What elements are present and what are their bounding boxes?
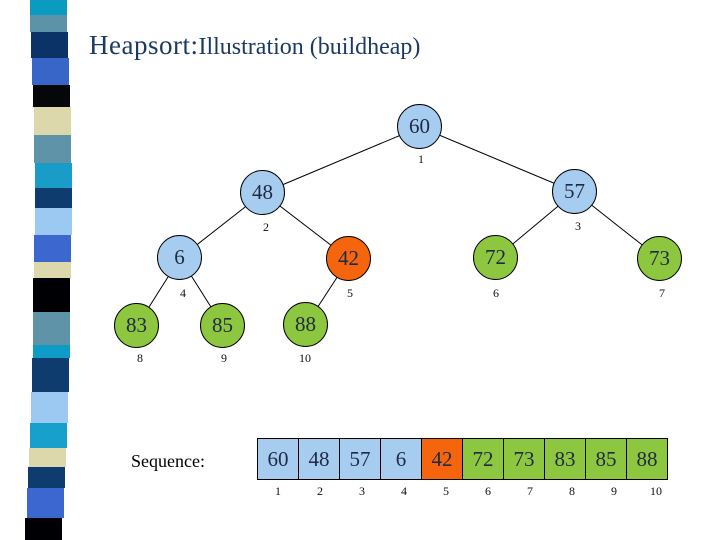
strip-segment xyxy=(31,392,68,423)
strip-segment xyxy=(31,32,68,58)
node-index-label: 8 xyxy=(137,351,143,365)
sequence-index-label: 4 xyxy=(401,484,407,498)
strip-segment xyxy=(34,135,71,163)
edge-1-2 xyxy=(262,126,421,194)
strip-segment xyxy=(29,448,66,467)
sequence-cell: 83 xyxy=(544,438,586,480)
cell-value: 85 xyxy=(595,446,617,471)
tree-node: 73 xyxy=(637,236,682,281)
strip-segment xyxy=(33,85,70,107)
strip-segment xyxy=(33,312,70,345)
sequence-index-label: 7 xyxy=(527,484,533,498)
sequence-cell: 57 xyxy=(339,438,381,480)
cell-value: 60 xyxy=(267,446,289,471)
cell-value: 73 xyxy=(513,446,535,471)
sequence-index-label: 2 xyxy=(317,484,323,498)
edge-1-3 xyxy=(419,126,576,193)
sequence-index-label: 1 xyxy=(275,484,281,498)
strip-segment xyxy=(33,345,70,358)
cell-value: 48 xyxy=(308,446,330,471)
tree-node: 42 xyxy=(326,236,371,281)
decor-strip xyxy=(25,0,72,540)
cell-value: 88 xyxy=(636,446,658,471)
strip-segment xyxy=(35,163,72,188)
sequence-cell: 73 xyxy=(503,438,545,480)
strip-segment xyxy=(34,262,71,278)
tree-node: 83 xyxy=(114,303,159,348)
sequence-cell: 88 xyxy=(626,438,668,480)
sequence-cell: 48 xyxy=(298,438,340,480)
strip-segment xyxy=(32,58,69,85)
tree-node: 85 xyxy=(200,303,245,348)
strip-segment xyxy=(35,208,72,235)
node-value: 72 xyxy=(485,245,506,269)
sequence-label: Sequence: xyxy=(131,451,205,471)
title-primary: Heapsort: xyxy=(89,30,199,60)
cell-value: 72 xyxy=(472,446,494,471)
node-index-label: 5 xyxy=(347,286,353,300)
title-secondary: Illustration (buildheap) xyxy=(198,34,421,60)
sequence-cell: 6 xyxy=(380,438,422,480)
node-value: 6 xyxy=(174,245,185,269)
sequence-index-label: 10 xyxy=(650,484,662,498)
strip-segment xyxy=(30,15,67,32)
tree-node: 60 xyxy=(397,104,442,149)
sequence-index-label: 6 xyxy=(485,484,491,498)
page-title: Heapsort:Illustration (buildheap) xyxy=(89,30,420,61)
node-index-label: 6 xyxy=(493,286,499,300)
sequence-cell: 42 xyxy=(421,438,463,480)
tree-node: 6 xyxy=(157,235,202,280)
strip-segment xyxy=(33,278,70,312)
tree-node: 57 xyxy=(552,169,597,214)
strip-segment xyxy=(30,423,67,448)
cell-value: 83 xyxy=(554,446,576,471)
strip-segment xyxy=(32,358,69,392)
strip-segment xyxy=(34,107,71,135)
strip-segment xyxy=(30,0,67,15)
sequence-array: 60 48 57 6 42 72 73 83 85 88 xyxy=(257,438,668,480)
node-index-label: 2 xyxy=(263,220,269,234)
strip-segment xyxy=(25,518,62,540)
node-value: 48 xyxy=(252,180,273,204)
tree-node: 72 xyxy=(473,235,518,280)
strip-segment xyxy=(35,188,72,208)
tree-node: 48 xyxy=(240,170,285,215)
strip-segment xyxy=(27,488,64,518)
node-index-label: 1 xyxy=(418,152,424,166)
sequence-index-label: 3 xyxy=(359,484,365,498)
strip-segment xyxy=(28,467,65,488)
node-value: 88 xyxy=(295,312,316,336)
node-index-label: 3 xyxy=(575,219,581,233)
sequence-cell: 85 xyxy=(585,438,627,480)
node-value: 83 xyxy=(126,313,147,337)
node-value: 60 xyxy=(409,114,430,138)
node-value: 42 xyxy=(338,246,359,270)
tree-node: 88 xyxy=(283,302,328,347)
node-index-label: 4 xyxy=(180,286,186,300)
node-value: 73 xyxy=(649,246,670,270)
cell-value: 57 xyxy=(349,446,371,471)
strip-segment xyxy=(34,235,71,262)
sequence-cell: 72 xyxy=(462,438,504,480)
node-index-label: 10 xyxy=(299,351,311,365)
cell-value: 42 xyxy=(431,446,453,471)
sequence-index-label: 5 xyxy=(443,484,449,498)
cell-value: 6 xyxy=(395,446,407,471)
sequence-index-label: 8 xyxy=(569,484,575,498)
node-index-label: 7 xyxy=(659,286,665,300)
node-value: 85 xyxy=(212,313,233,337)
node-value: 57 xyxy=(564,179,585,203)
sequence-cell: 60 xyxy=(257,438,299,480)
node-index-label: 9 xyxy=(221,351,227,365)
sequence-index-row: 1 2 3 4 5 6 7 8 9 10 xyxy=(257,484,677,499)
sequence-index-label: 9 xyxy=(611,484,617,498)
